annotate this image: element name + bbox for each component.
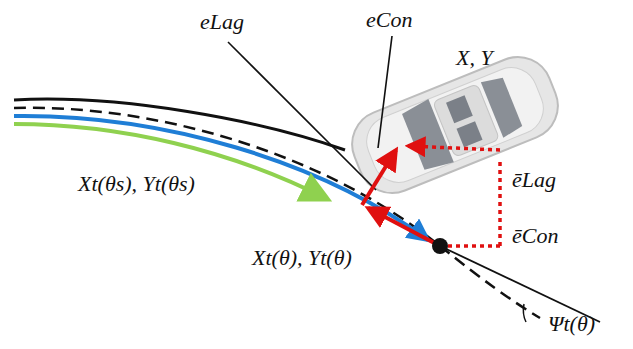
lag-error-label: eLag (200, 10, 244, 34)
approx-contour-label: ēCon (512, 224, 558, 248)
reference-point-label: Xt(θ), Yt(θ) (252, 246, 352, 270)
start-point-label: Xt(θs), Yt(θs) (78, 172, 195, 196)
contour-error-label: eCon (366, 8, 412, 32)
approx-lag-label: ēLag (512, 168, 556, 192)
heading-angle-label: Ψt(θ) (548, 312, 595, 336)
position-label: X, Y (456, 46, 493, 70)
